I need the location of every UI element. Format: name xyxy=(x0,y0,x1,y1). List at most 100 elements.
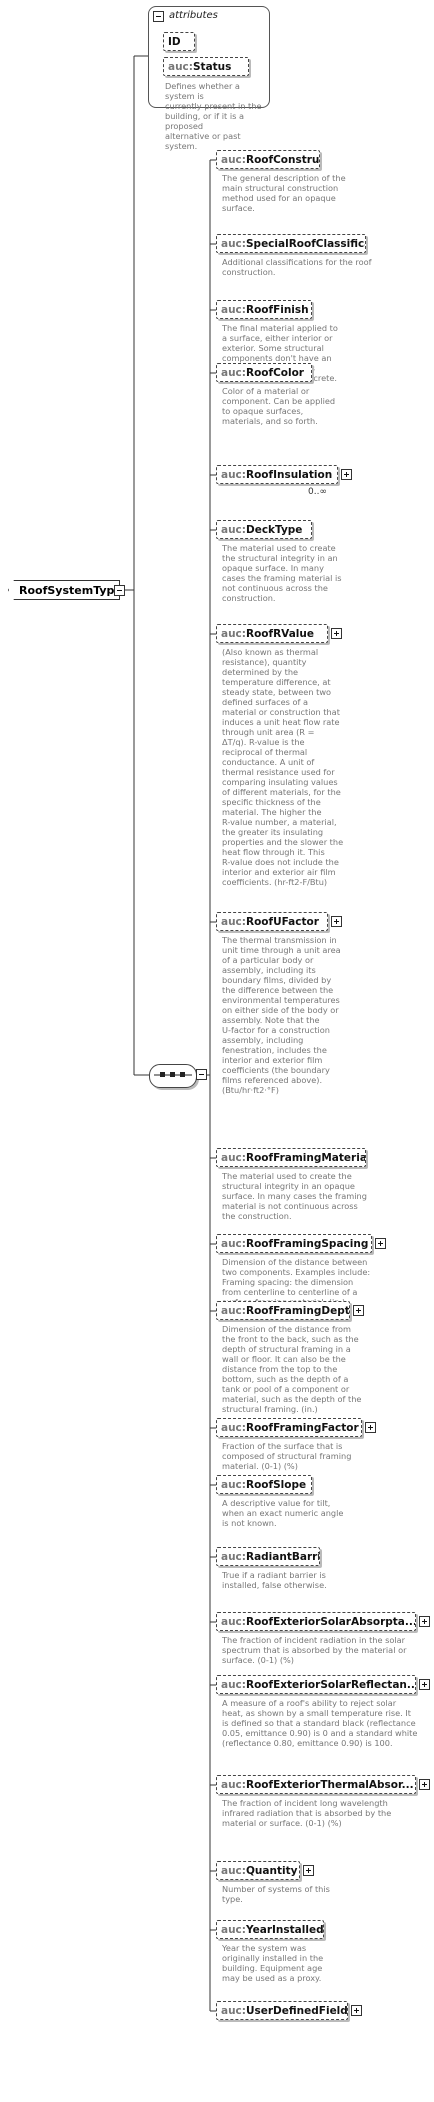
element-prefix: auc: xyxy=(221,1422,246,1434)
element-roofufactor[interactable]: auc:RoofUFactor xyxy=(216,912,328,931)
expand-plus-icon[interactable] xyxy=(365,1422,376,1433)
attribute-status[interactable]: auc:Status xyxy=(163,57,249,76)
element-label: YearInstalled xyxy=(245,1924,324,1936)
sequence-compositor[interactable] xyxy=(149,1064,197,1088)
element-prefix: auc: xyxy=(221,238,246,250)
element-label: RadiantBarrier xyxy=(245,1551,319,1563)
element-prefix: auc: xyxy=(221,1551,246,1563)
expand-plus-icon[interactable] xyxy=(331,916,342,927)
element-prefix: auc: xyxy=(221,2005,246,2017)
element-label: RoofUFactor xyxy=(245,916,319,928)
root-label: RoofSystemType xyxy=(19,584,122,597)
element-roofframingspacing[interactable]: auc:RoofFramingSpacing xyxy=(216,1234,372,1253)
expand-plus-icon[interactable] xyxy=(375,1238,386,1249)
element-description: Fraction of the surface that is composed… xyxy=(222,1441,352,1471)
element-userdefinedfields[interactable]: auc:UserDefinedFields xyxy=(216,2001,348,2020)
element-description: Color of a material or component. Can be… xyxy=(222,386,336,426)
element-prefix: auc: xyxy=(221,524,246,536)
element-description: The fraction of incident radiation in th… xyxy=(222,1635,407,1665)
element-roofexteriorthermalabsor[interactable]: auc:RoofExteriorThermalAbsor... xyxy=(216,1775,416,1794)
element-label: RoofFramingFactor xyxy=(245,1422,359,1434)
expand-plus-icon[interactable] xyxy=(351,2005,362,2016)
element-decktype[interactable]: auc:DeckType xyxy=(216,520,312,539)
element-radiantbarrier[interactable]: auc:RadiantBarrier xyxy=(216,1547,320,1566)
element-description: True if a radiant barrier is installed, … xyxy=(222,1570,327,1590)
element-prefix: auc: xyxy=(221,154,246,166)
element-description: The general description of the main stru… xyxy=(222,173,346,213)
element-description: Dimension of the distance between two co… xyxy=(222,1257,371,1307)
attributes-title: attributes xyxy=(169,10,218,21)
attribute-status-description: Defines whether a system is currently pr… xyxy=(165,81,262,151)
element-description: The material used to create the structur… xyxy=(222,543,342,603)
element-label: RoofSlope xyxy=(245,1479,307,1491)
element-prefix: auc: xyxy=(221,1305,246,1317)
element-label: DeckType xyxy=(245,524,303,536)
element-prefix: auc: xyxy=(221,916,246,928)
expand-plus-icon[interactable] xyxy=(341,469,352,480)
element-label: RoofFinish xyxy=(245,304,309,316)
element-label: UserDefinedFields xyxy=(245,2005,348,2017)
element-description: A measure of a roof's ability to reject … xyxy=(222,1698,418,1748)
element-rooffinish[interactable]: auc:RoofFinish xyxy=(216,300,312,319)
root-element[interactable]: RoofSystemType xyxy=(8,580,120,600)
expand-plus-icon[interactable] xyxy=(419,1616,430,1627)
element-label: RoofExteriorSolarAbsorpta... xyxy=(245,1616,416,1628)
element-specialroofclassification[interactable]: auc:SpecialRoofClassification xyxy=(216,234,366,253)
occurrence-label: 0..∞ xyxy=(308,487,327,497)
element-label: RoofInsulation xyxy=(245,469,333,481)
root-collapse-icon[interactable] xyxy=(114,585,125,596)
element-description: Year the system was originally installed… xyxy=(222,1943,324,1983)
element-label: RoofFramingSpacing xyxy=(245,1238,369,1250)
element-label: Quantity xyxy=(245,1865,298,1877)
element-label: RoofFramingDepth xyxy=(245,1305,350,1317)
expand-plus-icon[interactable] xyxy=(419,1679,430,1690)
element-label: RoofExteriorSolarReflectan... xyxy=(245,1679,416,1691)
expand-plus-icon[interactable] xyxy=(303,1865,314,1876)
element-description: Dimension of the distance from the front… xyxy=(222,1324,362,1414)
element-prefix: auc: xyxy=(221,1865,246,1877)
element-label: RoofRValue xyxy=(245,628,314,640)
element-prefix: auc: xyxy=(221,469,246,481)
element-description: Additional classifications for the roof … xyxy=(222,257,372,277)
element-label: RoofConstruction xyxy=(245,154,320,166)
sequence-icon xyxy=(154,1072,192,1077)
element-label: RoofColor xyxy=(245,367,304,379)
element-yearinstalled[interactable]: auc:YearInstalled xyxy=(216,1920,324,1939)
attribute-id-label: ID xyxy=(168,36,181,48)
element-description: Number of systems of this type. xyxy=(222,1884,330,1904)
element-prefix: auc: xyxy=(221,1616,246,1628)
element-roofcolor[interactable]: auc:RoofColor xyxy=(216,363,312,382)
element-description: (Also known as thermal resistance), quan… xyxy=(222,647,344,887)
element-description: The thermal transmission in unit time th… xyxy=(222,935,341,1095)
element-roofconstruction[interactable]: auc:RoofConstruction xyxy=(216,150,320,169)
element-prefix: auc: xyxy=(221,1924,246,1936)
expand-plus-icon[interactable] xyxy=(419,1779,430,1790)
element-quantity[interactable]: auc:Quantity xyxy=(216,1861,300,1880)
attribute-id[interactable]: ID xyxy=(163,32,195,51)
element-roofexteriorsolarreflectan[interactable]: auc:RoofExteriorSolarReflectan... xyxy=(216,1675,416,1694)
expand-plus-icon[interactable] xyxy=(331,628,342,639)
element-prefix: auc: xyxy=(221,304,246,316)
element-prefix: auc: xyxy=(221,1479,246,1491)
attribute-status-label: Status xyxy=(192,61,232,73)
element-label: SpecialRoofClassification xyxy=(245,238,365,250)
element-roofframingmaterial[interactable]: auc:RoofFramingMaterial xyxy=(216,1148,366,1167)
attributes-collapse-icon[interactable] xyxy=(153,11,164,22)
element-roofexteriorsolarabsorpta[interactable]: auc:RoofExteriorSolarAbsorpta... xyxy=(216,1612,416,1631)
element-label: RoofExteriorThermalAbsor... xyxy=(245,1779,414,1791)
attributes-group: attributes ID auc:Status Defines whether… xyxy=(148,6,270,151)
element-roofinsulation[interactable]: auc:RoofInsulation xyxy=(216,465,338,484)
element-roofrvalue[interactable]: auc:RoofRValue xyxy=(216,624,328,643)
element-roofslope[interactable]: auc:RoofSlope xyxy=(216,1475,312,1494)
element-description: The material used to create the structur… xyxy=(222,1171,367,1221)
element-prefix: auc: xyxy=(221,367,246,379)
sequence-collapse-icon[interactable] xyxy=(196,1069,207,1080)
element-prefix: auc: xyxy=(221,1238,246,1250)
element-prefix: auc: xyxy=(221,1152,246,1164)
element-roofframingdepth[interactable]: auc:RoofFramingDepth xyxy=(216,1301,350,1320)
expand-plus-icon[interactable] xyxy=(353,1305,364,1316)
element-roofframingfactor[interactable]: auc:RoofFramingFactor xyxy=(216,1418,362,1437)
element-description: A descriptive value for tilt, when an ex… xyxy=(222,1498,344,1528)
element-prefix: auc: xyxy=(221,628,246,640)
